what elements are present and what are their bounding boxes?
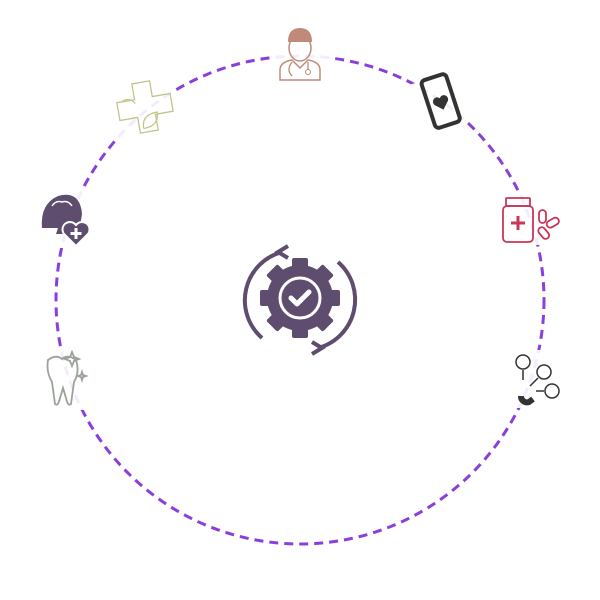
mental-health-icon [36, 188, 94, 248]
patient-attraction-magnet-icon [505, 350, 567, 408]
herbal-cross-icon [107, 72, 183, 144]
gear-check-cycle-icon [242, 244, 358, 356]
cycle-ring [54, 54, 546, 546]
dental-tooth-icon [36, 349, 92, 410]
medicine-bottle-icon [498, 195, 564, 245]
mobile-health-icon [408, 69, 474, 135]
doctor-icon [270, 25, 330, 85]
